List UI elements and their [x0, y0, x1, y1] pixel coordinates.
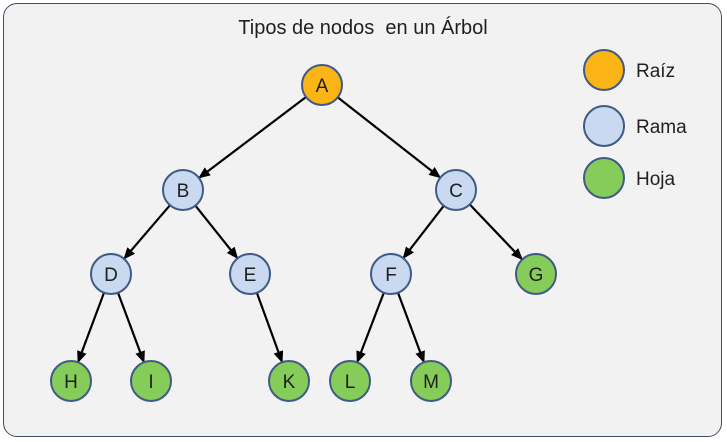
node-circle-a: [301, 64, 343, 106]
edges: [77, 96, 523, 364]
node-label-b: B: [177, 181, 190, 202]
node-b: B: [162, 169, 204, 211]
node-label-m: M: [423, 372, 439, 393]
node-c: C: [435, 169, 477, 211]
legend-label-root: Raíz: [636, 61, 675, 82]
node-circle-e: [229, 253, 271, 295]
node-circle-b: [162, 169, 204, 211]
diagram-title: Tipos de nodos en un Árbol: [238, 16, 487, 39]
node-i: I: [130, 360, 172, 402]
node-f: F: [370, 253, 412, 295]
node-circle-d: [90, 253, 132, 295]
node-k: K: [268, 360, 310, 402]
node-label-d: D: [104, 265, 118, 286]
legend-item-root: Raíz: [583, 49, 675, 91]
node-circle-l: [329, 360, 371, 402]
node-e: E: [229, 253, 271, 295]
legend-label-leaf: Hoja: [636, 169, 676, 190]
node-l: L: [329, 360, 371, 402]
edge-e-k: [255, 292, 284, 364]
node-m: M: [410, 360, 452, 402]
node-circle-k: [268, 360, 310, 402]
edge-f-l: [356, 292, 385, 364]
edge-a-c: [337, 96, 442, 179]
node-label-a: A: [316, 76, 329, 97]
legend-swatch-root: [583, 49, 625, 91]
node-label-k: K: [283, 372, 296, 393]
edge-d-i: [116, 292, 145, 364]
edge-b-d: [123, 204, 171, 260]
edge-d-h: [77, 292, 106, 364]
node-circle-f: [370, 253, 412, 295]
legend-item-branch: Rama: [583, 105, 687, 147]
legend-item-leaf: Hoja: [583, 157, 676, 199]
legend-swatch-branch: [583, 105, 625, 147]
node-g: G: [515, 253, 557, 295]
node-label-e: E: [244, 265, 257, 286]
node-a: A: [301, 64, 343, 106]
nodes: A B C D E F G H I K L M: [50, 64, 557, 402]
node-d: D: [90, 253, 132, 295]
node-circle-h: [50, 360, 92, 402]
node-label-f: F: [385, 265, 397, 286]
node-label-h: H: [64, 372, 78, 393]
node-circle-g: [515, 253, 557, 295]
legend-swatch-leaf: [583, 157, 625, 199]
edge-c-f: [402, 205, 445, 259]
legend-label-branch: Rama: [636, 117, 687, 138]
edge-c-g: [468, 203, 523, 261]
node-circle-i: [130, 360, 172, 402]
node-label-g: G: [529, 265, 544, 286]
node-label-l: L: [345, 372, 356, 393]
node-h: H: [50, 360, 92, 402]
node-label-c: C: [449, 181, 463, 202]
edge-a-b: [198, 96, 307, 179]
edge-b-e: [194, 204, 239, 260]
node-circle-m: [410, 360, 452, 402]
edge-f-m: [396, 292, 425, 364]
node-circle-c: [435, 169, 477, 211]
node-label-i: I: [148, 372, 153, 393]
